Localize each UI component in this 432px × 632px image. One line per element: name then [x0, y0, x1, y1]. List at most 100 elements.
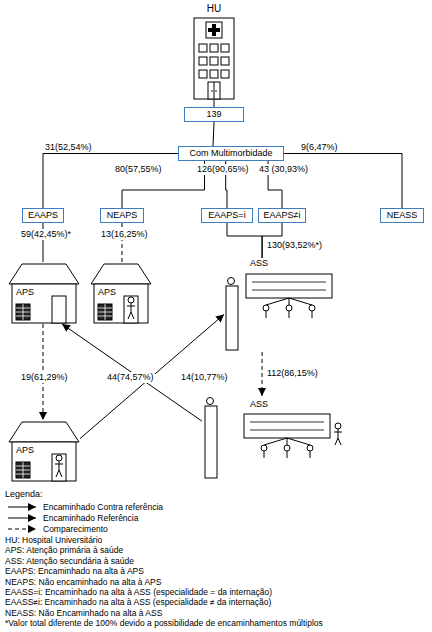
window	[16, 462, 30, 478]
window-bars	[98, 304, 112, 320]
door-panel	[226, 286, 238, 350]
box-label: NEASS	[387, 210, 418, 221]
person-icon	[55, 455, 63, 477]
process-box: EAAPS	[22, 208, 64, 223]
edge-label: 130(93,52%*)	[266, 240, 323, 251]
process-box: EAAPS≠i	[258, 208, 306, 223]
specialty-clinic-icon	[202, 396, 347, 480]
legend-note: HU: Hospital Universitário	[4, 535, 103, 545]
desk-panel	[244, 414, 330, 438]
house-wall	[12, 284, 76, 323]
legend-note: APS: Atenção primária à saúde	[4, 545, 124, 555]
patient-head	[261, 445, 267, 451]
fan-line	[287, 438, 310, 445]
legend-sample	[6, 513, 38, 523]
legend-line	[8, 507, 36, 508]
connector	[213, 122, 214, 146]
window	[210, 44, 218, 52]
door-knob	[215, 90, 217, 92]
person-body	[131, 303, 132, 312]
connector	[214, 100, 215, 107]
edge-label: 126(90,65%)	[196, 164, 250, 175]
node-label: HU	[188, 3, 240, 14]
patient-body	[264, 451, 265, 458]
node-label: ASS	[250, 258, 268, 269]
primary-care-node: APS	[8, 262, 80, 324]
patient-body	[312, 311, 313, 318]
process-box: Com Multimorbidade	[178, 146, 284, 161]
door	[124, 296, 138, 323]
house-wall	[12, 442, 76, 481]
person-leg	[335, 438, 338, 445]
person-leg	[131, 312, 134, 319]
connector	[262, 352, 263, 396]
legend-note: NEAPS: Não encaminhado na alta à APS	[4, 577, 162, 587]
legend-line	[8, 529, 36, 530]
person-leg	[338, 438, 341, 445]
person-leg	[59, 470, 62, 477]
node-label: APS	[16, 287, 34, 298]
legend-title: Legenda:	[4, 489, 44, 499]
primary-care-node: APS	[90, 262, 152, 324]
process-box: 139	[184, 107, 244, 122]
door-split	[214, 82, 215, 99]
roof	[9, 264, 79, 284]
desk-lines	[250, 422, 324, 430]
door	[208, 82, 220, 99]
person-body	[338, 429, 339, 438]
patient-body	[310, 451, 311, 458]
legend-note: *Valor total diferente de 100% devido a …	[4, 618, 324, 628]
window	[199, 44, 207, 52]
person-arms	[334, 432, 342, 433]
patient-head	[307, 445, 313, 451]
connector	[227, 223, 262, 258]
window	[210, 57, 218, 65]
edge-label: 112(86,15%)	[266, 368, 319, 379]
legend-sample	[6, 524, 38, 534]
window	[98, 304, 112, 320]
box-label: EAAPS=i	[208, 210, 245, 221]
patient-body	[289, 311, 290, 318]
patient-head	[263, 305, 269, 311]
node-label: ASS	[250, 399, 268, 410]
edge-label: 44(74,57%)	[106, 372, 155, 383]
edge-label: 13(16,25%)	[100, 229, 149, 240]
edge-label: 9(6,47%)	[300, 142, 339, 153]
person-head	[335, 423, 341, 429]
desk-panel	[246, 274, 332, 298]
person-head	[56, 455, 62, 461]
legend-note: EAAPS: Encaminhado na alta à APS	[4, 566, 145, 576]
fan-line	[264, 438, 287, 445]
secondary-care-node: ASS	[224, 258, 336, 352]
specialty-clinic-icon	[224, 258, 336, 352]
box-label: NEAPS	[107, 210, 138, 221]
roof	[9, 422, 79, 442]
legend-note: EAASS=i: Encaminhado na alta à ASS (espe…	[4, 587, 273, 597]
person-arms	[127, 306, 135, 307]
person-icon	[127, 297, 135, 319]
door	[52, 296, 66, 323]
primary-care-node: APS	[8, 420, 80, 482]
edge-label: 31(52,54%)	[44, 142, 93, 153]
box-label: 139	[206, 109, 221, 120]
person-body	[59, 461, 60, 470]
door-knob	[211, 90, 213, 92]
cross-frame	[206, 22, 222, 38]
fan-line	[289, 298, 312, 305]
clock	[228, 278, 235, 285]
window	[221, 57, 229, 65]
node-label: APS	[98, 287, 116, 298]
legend-line	[8, 518, 36, 519]
edge-label: 19(61,29%)	[20, 372, 69, 383]
edge-label: 59(42,45%)*	[20, 229, 72, 240]
legend-text: Comparecimento	[42, 524, 109, 534]
window-bars	[16, 304, 30, 320]
edge-label: 80(57,55%)	[114, 164, 163, 175]
window-bars	[16, 462, 30, 478]
patient-head	[286, 305, 292, 311]
patient-body	[266, 311, 267, 318]
door-panel	[205, 406, 217, 478]
box-label: EAAPS	[28, 210, 58, 221]
desk-lines	[252, 282, 326, 290]
